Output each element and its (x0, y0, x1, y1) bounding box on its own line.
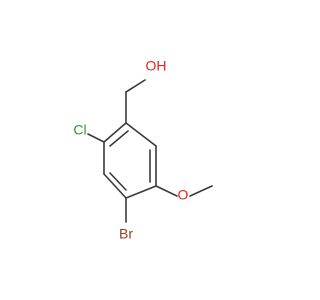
chlorine-label: Cl (73, 122, 86, 138)
double-bond-inner-2 (109, 172, 127, 191)
ring-bond-4 (125, 185, 157, 199)
structure-svg: OH Cl Br O (73, 58, 213, 242)
ring-bond-6 (125, 122, 157, 147)
c-cl-bond (87, 133, 105, 143)
hydroxyl-label: OH (146, 58, 167, 74)
bromine-label: Br (119, 226, 133, 242)
o-ch3-bond (189, 185, 213, 197)
molecule-diagram: OH Cl Br O (73, 58, 213, 242)
ring-bond-1 (103, 122, 127, 143)
c-o-bond (125, 79, 146, 93)
c-o-methoxy-bond (155, 185, 178, 197)
methoxy-oxygen-label: O (178, 187, 189, 203)
double-bond-inner-1 (109, 130, 129, 147)
ring-bond-3 (103, 173, 127, 199)
